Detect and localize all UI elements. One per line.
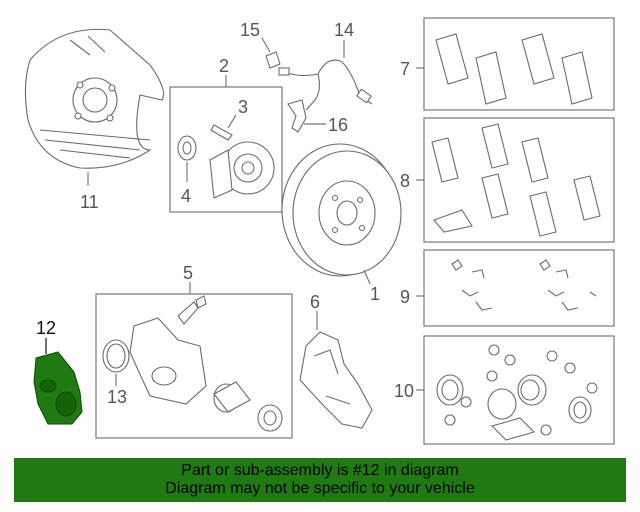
caliper-piston [213,381,283,432]
callout-12: 12 [36,318,56,338]
callout-9: 9 [400,287,410,307]
banner-line-2: Diagram may not be specific to your vehi… [165,480,475,497]
callout-6: 6 [310,292,320,312]
banner-line-1: Part or sub-assembly is #12 in diagram [181,462,459,479]
piston-seal [102,339,130,373]
highlighted-caliper [33,351,83,425]
callout-3: 3 [238,97,248,117]
caliper-body [129,295,207,405]
callout-10: 10 [394,381,414,401]
callout-4: 4 [181,186,191,206]
brake-rotor [281,143,402,277]
brake-pads [435,33,593,105]
callout-14: 14 [334,20,354,40]
info-banner: Part or sub-assembly is #12 in diagram D… [14,458,626,502]
brake-hose [278,59,373,111]
callout-7: 7 [400,59,410,79]
caliper-seals [436,344,598,441]
pad-shims [431,123,601,237]
callout-16: 16 [328,115,348,135]
clip-kit-box [423,249,615,327]
pad-clips [451,259,597,311]
callout-8: 8 [400,171,410,191]
dust-shield [24,28,165,169]
caliper-bracket [299,331,373,429]
callout-15: 15 [240,20,260,40]
hub-bearing [177,124,275,199]
callout-1: 1 [370,284,380,304]
hose-clip [265,51,281,69]
hose-bracket [287,99,307,133]
callout-11: 11 [80,192,99,212]
callout-5: 5 [183,263,193,283]
callout-13: 13 [107,387,127,407]
callout-2: 2 [219,56,229,76]
